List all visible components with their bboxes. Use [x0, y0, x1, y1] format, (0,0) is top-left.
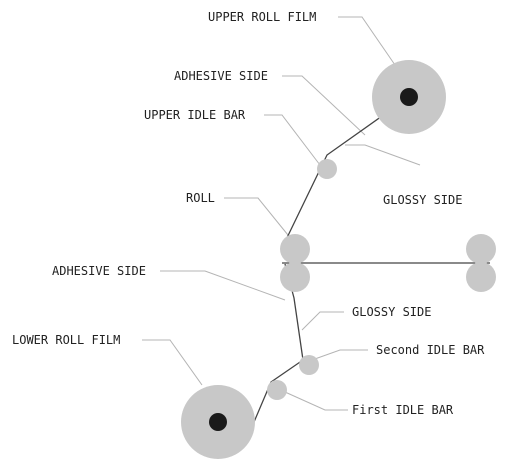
- label-glossy-side-top: GLOSSY SIDE: [383, 193, 462, 207]
- leader-lines: [142, 16, 421, 411]
- leader-glossy-side-bottom: [301, 311, 344, 331]
- leader-glossy-side-top: [345, 144, 421, 166]
- label-roll: ROLL: [186, 191, 215, 205]
- leader-adhesive-side-bottom: [160, 270, 286, 301]
- roll-lower: [280, 262, 310, 292]
- label-upper-roll-film: UPPER ROLL FILM: [208, 10, 316, 24]
- second-idle-bar-circle: [299, 355, 319, 375]
- output-roll-upper: [466, 234, 496, 264]
- lower-roll-core: [209, 413, 227, 431]
- leader-adhesive-side-top: [282, 75, 366, 136]
- leader-upper-roll-film: [338, 16, 396, 66]
- leader-lower-roll-film: [142, 339, 203, 386]
- upper-roll-core: [400, 88, 418, 106]
- label-upper-idle-bar: UPPER IDLE BAR: [144, 108, 246, 122]
- lower-roll: [181, 385, 255, 459]
- first-idle-bar-circle: [267, 380, 287, 400]
- label-adhesive-side-top: ADHESIVE SIDE: [174, 69, 268, 83]
- leader-first-idle-bar: [284, 391, 348, 411]
- leader-second-idle-bar: [311, 349, 368, 361]
- output-roll-lower: [466, 262, 496, 292]
- labels: UPPER ROLL FILM ADHESIVE SIDE UPPER IDLE…: [12, 10, 485, 417]
- label-first-idle-bar: First IDLE BAR: [352, 403, 454, 417]
- label-glossy-side-bottom: GLOSSY SIDE: [352, 305, 431, 319]
- leader-roll: [224, 197, 293, 241]
- label-adhesive-side-bottom: ADHESIVE SIDE: [52, 264, 146, 278]
- film-paths: [218, 96, 490, 423]
- label-lower-roll-film: LOWER ROLL FILM: [12, 333, 120, 347]
- upper-idle-bar-circle: [317, 159, 337, 179]
- upper-roll: [372, 60, 446, 134]
- label-second-idle-bar: Second IDLE BAR: [376, 343, 485, 357]
- roll-upper: [280, 234, 310, 264]
- leader-upper-idle-bar: [264, 114, 321, 166]
